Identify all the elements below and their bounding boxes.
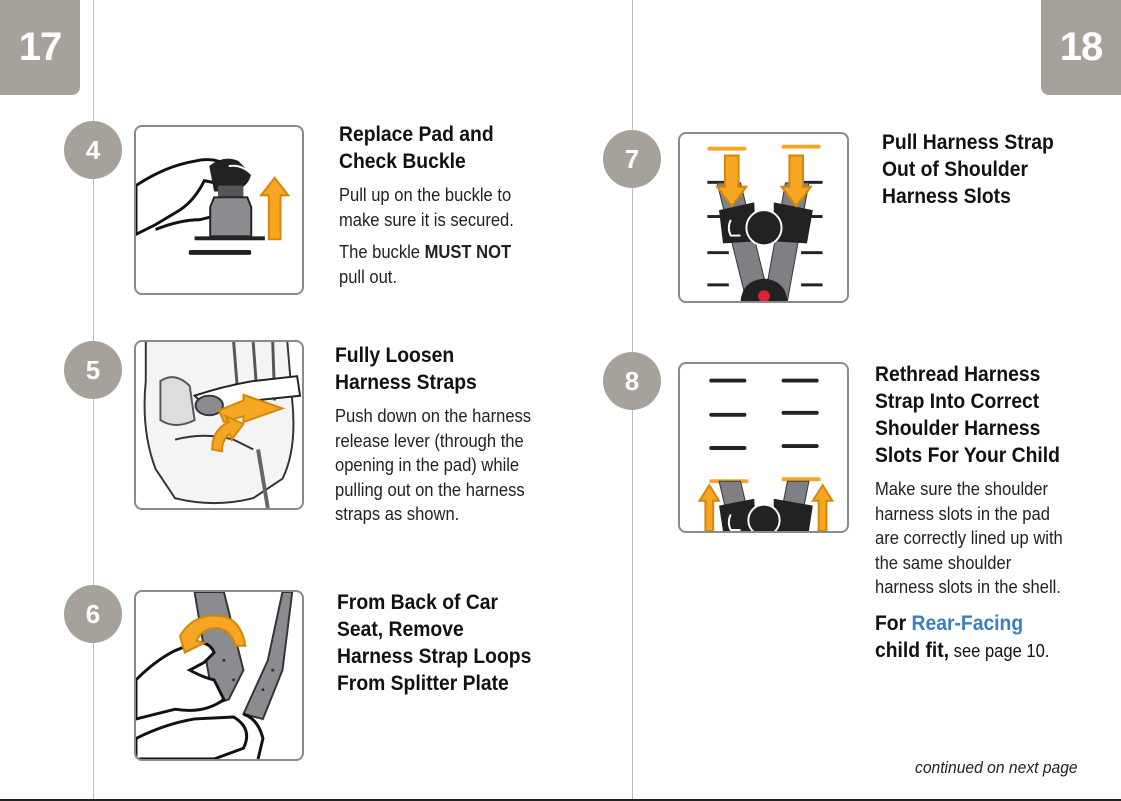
strap-loop-removal-image (136, 592, 294, 759)
step-4-illustration (134, 125, 304, 295)
step-8-text: Rethread Harness Strap Into Correct Shou… (875, 361, 1090, 665)
step-8-body: Make sure the shoulder harness slots in … (875, 477, 1073, 665)
step-8-paragraph: Make sure the shoulder harness slots in … (875, 479, 1063, 597)
harness-slots-pull-out-image (707, 144, 823, 301)
step-5-number: 5 (64, 341, 122, 399)
step-4-warning: The buckle MUST NOT pull out. (339, 242, 512, 287)
step-5-text: Fully Loosen Harness Straps Push down on… (335, 342, 550, 535)
step-8-heading: Rethread Harness Strap Into Correct Shou… (875, 363, 1060, 467)
step-7-text: Pull Harness Strap Out of Shoulder Harne… (882, 129, 1097, 210)
step-7-heading: Pull Harness Strap Out of Shoulder Harne… (882, 131, 1054, 208)
step-4-paragraph: Pull up on the buckle to make sure it is… (339, 185, 514, 230)
step-7-illustration (678, 132, 849, 303)
step-5-body: Push down on the harness release lever (… (335, 404, 533, 527)
page-number-right: 18 (1041, 0, 1121, 95)
step-5-illustration (134, 340, 304, 510)
rear-facing-link[interactable]: Rear-Facing (911, 611, 1024, 635)
left-margin-line (93, 0, 94, 801)
step-6-illustration (134, 590, 304, 761)
harness-release-image (143, 342, 302, 508)
buckle-pull-up-image (136, 158, 291, 255)
step-6-text: From Back of Car Seat, Remove Harness St… (337, 589, 552, 697)
step-5-heading: Fully Loosen Harness Straps (335, 344, 477, 394)
step-5-paragraph: Push down on the harness release lever (… (335, 406, 532, 524)
step-8-number: 8 (603, 352, 661, 410)
step-4-body: Pull up on the buckle to make sure it is… (339, 183, 537, 289)
step-8-page-reference: For Rear-Facing child fit, see page 10. (875, 611, 1050, 662)
bottom-rule (0, 799, 1121, 801)
step-4-number: 4 (64, 121, 122, 179)
step-6-number: 6 (64, 585, 122, 643)
harness-rethread-image (697, 378, 835, 531)
step-4-heading: Replace Pad and Check Buckle (339, 123, 494, 173)
continued-note: continued on next page (915, 758, 1078, 777)
step-6-heading: From Back of Car Seat, Remove Harness St… (337, 591, 532, 695)
step-4-text: Replace Pad and Check Buckle Pull up on … (339, 121, 554, 297)
step-7-number: 7 (603, 130, 661, 188)
step-8-illustration (678, 362, 849, 533)
page-number-left: 17 (0, 0, 80, 95)
